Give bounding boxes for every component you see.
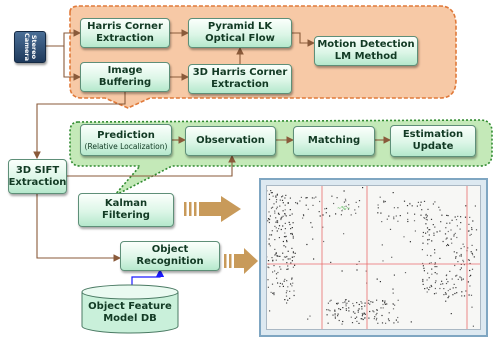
prediction-node: Prediction (Relative Localization) [80,124,172,156]
kalman-line1: Kalman [104,198,148,209]
db-line2: Model DB [103,313,157,324]
kalman-line2: Filtering [102,210,150,221]
feature-point-map: ~%~ [266,185,481,330]
stereo-camera-icon: Stereo Camera [14,31,46,63]
svg-text:~%~: ~%~ [337,206,350,212]
pyramid-lk-line2: Optical Flow [205,33,275,44]
arrow-camera-to-harris [46,29,82,47]
motion-detection-line1: Motion Detection [317,39,415,50]
arrow-db-to-recognition [131,268,165,288]
recognition-line2: Recognition [136,256,204,267]
camera-label-line1: Stereo [30,34,38,60]
big-arrow-recognition [224,248,258,274]
estimation-line1: Estimation [402,129,464,140]
kalman-filtering-node: Kalman Filtering [78,193,174,227]
matching-label: Matching [307,135,361,146]
sift-line2: Extraction [8,176,67,188]
pyramid-lk-line1: Pyramid LK [207,21,273,32]
observation-label: Observation [196,135,265,146]
sift-3d-extraction-node: 3D SIFT Extraction [8,159,67,194]
prediction-line2: (Relative Localization) [84,141,168,151]
recognition-line1: Object [151,244,189,255]
harris-3d-line2: Extraction [211,79,269,90]
sift-line1: 3D SIFT [15,164,60,176]
estimation-update-node: Estimation Update [390,125,476,157]
database-cylinder [81,284,179,334]
harris-3d-corner-extraction-node: 3D Harris Corner Extraction [188,64,292,94]
arrow-sift-to-recognition [36,194,122,262]
feature-point-map-image: ~%~ [267,186,480,329]
prediction-line1: Prediction [97,129,155,141]
estimation-line2: Update [412,141,454,152]
object-recognition-node: Object Recognition [120,241,220,271]
db-line1: Object Feature [88,301,172,312]
object-feature-db-label: Object Feature Model DB [82,301,178,325]
motion-detection-line2: LM Method [334,51,398,62]
observation-node: Observation [185,126,276,156]
image-buffering-line2: Buffering [98,77,152,88]
image-buffering-node: Image Buffering [80,62,170,92]
arrow-camera-to-buffer [63,46,82,81]
harris-3d-line1: 3D Harris Corner [192,67,288,78]
pyramid-lk-optical-flow-node: Pyramid LK Optical Flow [188,18,292,48]
harris-corner-line1: Harris Corner [87,21,163,32]
arrow-sift-to-observation [67,154,236,177]
camera-label-line2: Camera [23,33,31,61]
matching-node: Matching [293,126,375,156]
motion-detection-node: Motion Detection LM Method [314,36,418,66]
image-buffering-line1: Image [107,65,143,76]
harris-corner-extraction-node: Harris Corner Extraction [80,18,170,48]
arrow-buffer-to-sift [33,92,126,160]
feature-map-image-panel: ~%~ [259,178,488,337]
harris-corner-line2: Extraction [96,33,154,44]
arrow-pyramid-to-motion [292,32,316,47]
big-arrow-kalman [184,196,241,222]
